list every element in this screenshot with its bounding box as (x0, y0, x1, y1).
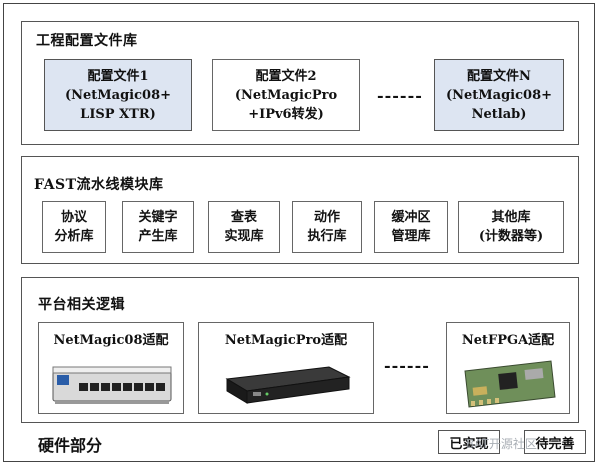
adapter-netmagicpro: NetMagicPro适配 (198, 322, 374, 414)
module-buffer-manager: 缓冲区 管理库 (374, 201, 448, 253)
fast-module-section: FAST流水线模块库 协议 分析库 关键字 产生库 查表 实现库 动作 执行库 … (21, 156, 579, 264)
module-key-generator: 关键字 产生库 (122, 201, 194, 253)
module-lookup: 查表 实现库 (208, 201, 280, 253)
to-improve-legend: 待完善 (524, 430, 586, 454)
config-library-title: 工程配置文件库 (36, 33, 138, 49)
config-file-n: 配置文件N (NetMagic08+ Netlab) (434, 59, 564, 131)
watermark-text: BAT开源社区 (466, 437, 537, 451)
platform-ellipsis: ------ (384, 356, 430, 375)
adapter-netmagic08: NetMagic08适配 (38, 322, 184, 414)
module-other-libraries: 其他库 (计数器等) (458, 201, 564, 253)
netmagicpro-device-illustration (225, 366, 351, 404)
fast-module-title: FAST流水线模块库 (34, 177, 164, 193)
hardware-title: 硬件部分 (38, 436, 103, 455)
netmagic08-device-illustration (52, 366, 172, 404)
config-file-1: 配置文件1 (NetMagic08+ LISP XTR) (44, 59, 192, 131)
config-file-2: 配置文件2 (NetMagicPro +IPv6转发) (212, 59, 360, 131)
platform-logic-section: 平台相关逻辑 NetMagic08适配 (21, 277, 579, 423)
adapter-netfpga: NetFPGA适配 (446, 322, 570, 414)
platform-logic-title: 平台相关逻辑 (38, 297, 125, 313)
config-library-section: 工程配置文件库 配置文件1 (NetMagic08+ LISP XTR) 配置文… (21, 21, 579, 145)
implemented-legend: 已实现 (438, 430, 500, 454)
module-action-executor: 动作 执行库 (292, 201, 362, 253)
architecture-diagram: 工程配置文件库 配置文件1 (NetMagic08+ LISP XTR) 配置文… (3, 3, 595, 462)
module-protocol-parser: 协议 分析库 (42, 201, 106, 253)
netfpga-board-illustration (464, 360, 556, 408)
config-ellipsis: ------ (377, 86, 423, 105)
